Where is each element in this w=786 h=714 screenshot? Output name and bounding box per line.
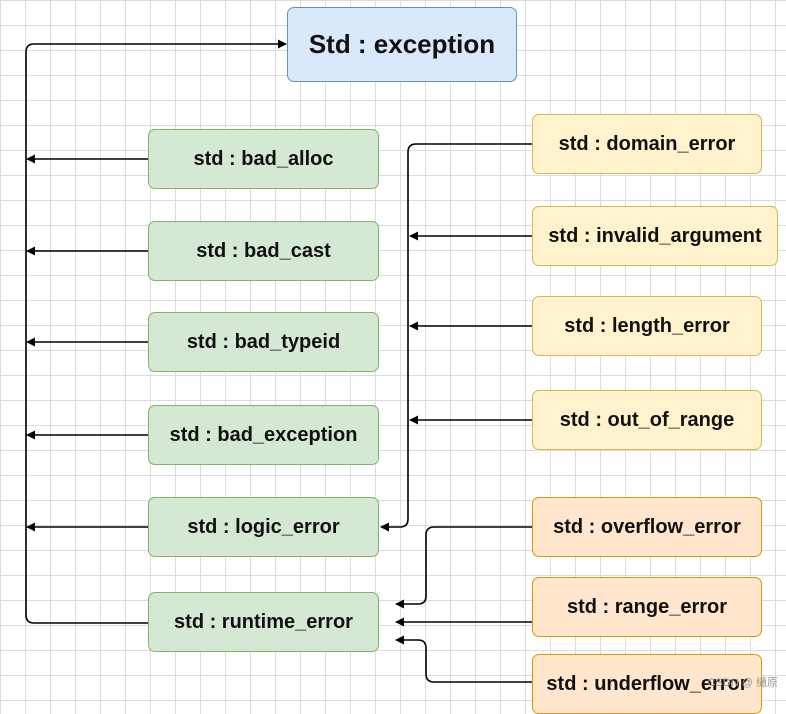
connector-to-root: [25, 39, 287, 624]
exception-hierarchy-connectors: [25, 39, 532, 683]
node-overflow-error: std : overflow_error: [532, 497, 762, 557]
node-bad-cast: std : bad_cast: [148, 221, 379, 281]
connector-underflow-error: [395, 635, 532, 683]
connector-domain-error: [380, 143, 532, 532]
node-bad-alloc: std : bad_alloc: [148, 129, 379, 189]
node-range-error: std : range_error: [532, 577, 762, 637]
node-out-of-range: std : out_of_range: [532, 390, 762, 450]
watermark: CSDN @ 缱原: [707, 677, 778, 689]
connector-overflow-error: [395, 526, 532, 609]
node-logic-error: std : logic_error: [148, 497, 379, 557]
node-invalid-argument: std : invalid_argument: [532, 206, 778, 266]
node-domain-error: std : domain_error: [532, 114, 762, 174]
node-runtime-error: std : runtime_error: [148, 592, 379, 652]
node-bad-exception: std : bad_exception: [148, 405, 379, 465]
node-length-error: std : length_error: [532, 296, 762, 356]
node-std-exception: Std : exception: [287, 7, 517, 82]
node-bad-typeid: std : bad_typeid: [148, 312, 379, 372]
